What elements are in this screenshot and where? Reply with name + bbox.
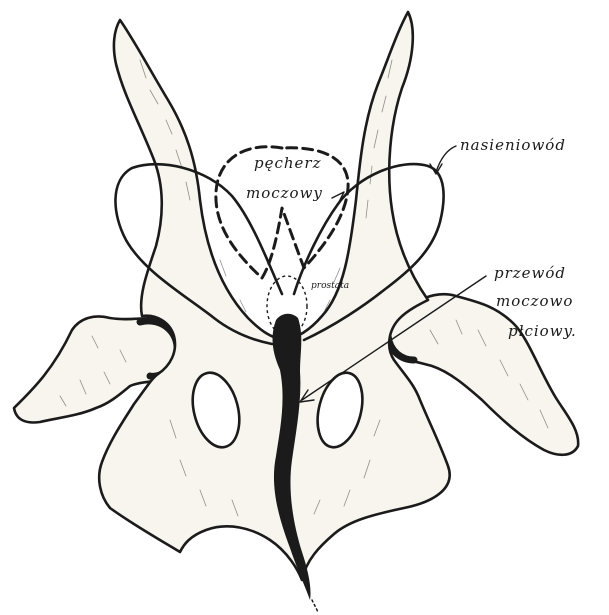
label-vas-deferens: nasieniowód	[460, 136, 566, 154]
label-bladder-line1: pęcherz	[254, 154, 322, 172]
penis-tip	[312, 600, 318, 612]
label-prostate: prostata	[311, 281, 349, 291]
label-urogenital-line1: przewód	[494, 264, 566, 282]
label-urogenital-line2: moczowo	[496, 292, 573, 310]
label-bladder-line2: moczowy	[246, 184, 323, 202]
label-urogenital-line3: płciowy.	[508, 322, 577, 340]
pelvis-bone	[99, 12, 449, 580]
